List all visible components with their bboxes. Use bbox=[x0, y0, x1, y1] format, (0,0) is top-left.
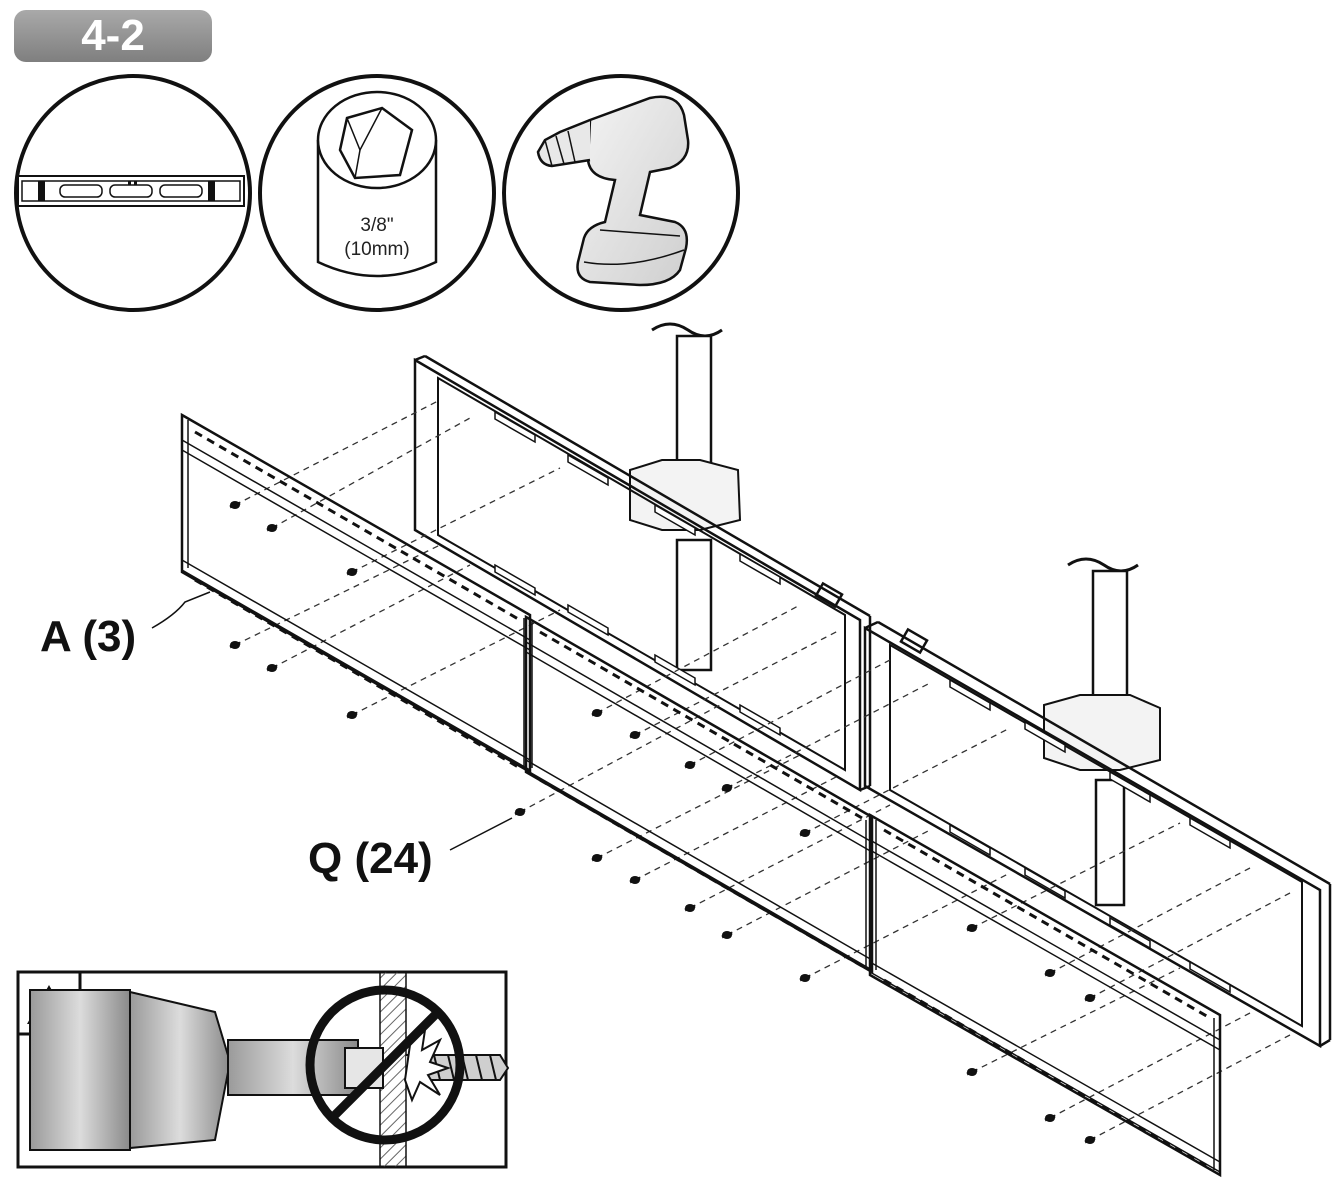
screw bbox=[629, 731, 641, 739]
screw bbox=[346, 711, 358, 719]
screw bbox=[684, 761, 696, 769]
front-plate-slots bbox=[194, 430, 1211, 1170]
drill-icon bbox=[502, 74, 740, 312]
screw bbox=[721, 784, 733, 792]
screw bbox=[1044, 1114, 1056, 1122]
step-badge: 4-2 bbox=[14, 10, 212, 62]
socket-icon bbox=[258, 74, 496, 312]
screw bbox=[1044, 969, 1056, 977]
screw bbox=[966, 924, 978, 932]
screw bbox=[1084, 1136, 1096, 1144]
screw bbox=[229, 501, 241, 509]
screw bbox=[799, 974, 811, 982]
screw bbox=[799, 829, 811, 837]
no-overtighten-icon bbox=[305, 985, 465, 1145]
part-a-label: A (3) bbox=[40, 612, 137, 661]
warning-panel bbox=[16, 970, 510, 1169]
screw bbox=[266, 524, 278, 532]
screw bbox=[721, 931, 733, 939]
front-plate-right bbox=[868, 812, 1222, 1178]
ceiling-pole-right bbox=[1043, 557, 1161, 907]
mount-slots bbox=[494, 410, 1231, 994]
level-icon bbox=[14, 74, 252, 312]
screw bbox=[591, 854, 603, 862]
screw bbox=[229, 641, 241, 649]
screw bbox=[1084, 994, 1096, 1002]
socket-size-metric-label: (10mm) bbox=[344, 239, 410, 260]
socket-size-label: 3/8" bbox=[360, 215, 394, 236]
screw bbox=[514, 808, 526, 816]
screw bbox=[629, 876, 641, 884]
part-q-label: Q (24) bbox=[308, 834, 433, 883]
front-plate-left bbox=[180, 412, 532, 775]
ceiling-pole-left bbox=[629, 322, 742, 672]
screw bbox=[966, 1068, 978, 1076]
leader-lines bbox=[151, 591, 513, 851]
screw bbox=[266, 664, 278, 672]
screw bbox=[591, 709, 603, 717]
mount-frame-back bbox=[413, 354, 1332, 1049]
screw bbox=[684, 904, 696, 912]
screws bbox=[229, 501, 1096, 1144]
screw bbox=[346, 568, 358, 576]
alignment-lines bbox=[234, 399, 1291, 1141]
